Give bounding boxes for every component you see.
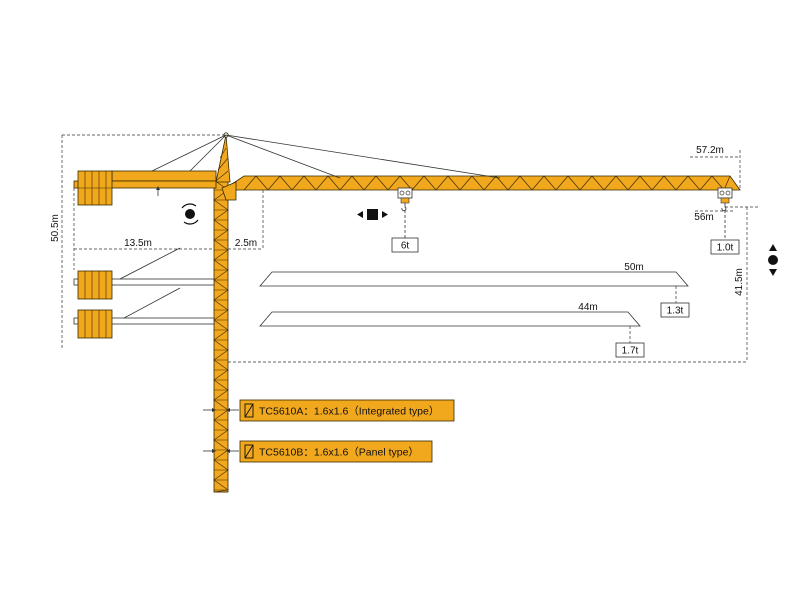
max-load-box: 6t — [391, 237, 419, 253]
trolley-travel-icon — [357, 209, 388, 220]
tip-load-label: 1.0t — [717, 243, 734, 254]
dimension-tower-offset: 2.5m — [228, 190, 264, 250]
dimension-total-height: 50.5m — [50, 134, 226, 350]
dimension-hook-height: 41.5m — [228, 206, 760, 363]
counter-jib — [73, 170, 229, 206]
tower-head — [215, 132, 231, 183]
jib-variant-load: 1.3t — [667, 306, 684, 317]
main-jib — [221, 175, 741, 201]
jib-variant-load: 1.7t — [622, 346, 639, 357]
hook-height-label: 41.5m — [734, 268, 745, 296]
dimension-counter-jib: 13.5m — [73, 188, 214, 270]
dimension-tip-radius: 56m — [694, 210, 735, 223]
jib-pendant — [225, 134, 501, 179]
tip-load-box: 1.0t — [710, 239, 740, 255]
jib-variant-1: 50m 1.3t — [259, 262, 690, 318]
jib-variant-length: 50m — [624, 262, 643, 273]
counterweight-top — [77, 170, 113, 206]
trolley-tip — [717, 187, 733, 240]
max-radius-label: 57.2m — [696, 145, 724, 156]
counterweight-variant-2 — [73, 287, 215, 339]
counter-jib-length-label: 13.5m — [124, 238, 152, 249]
hoisting-icon — [768, 244, 778, 276]
slewing-icon — [181, 203, 199, 225]
tower-offset-label: 2.5m — [235, 238, 257, 249]
counter-jib-pendant — [151, 134, 227, 172]
tip-radius-label: 56m — [694, 212, 713, 223]
mast-spec-b: TC5610B：1.6x1.6（Panel type） — [203, 440, 433, 463]
jib-variant-length: 44m — [578, 302, 597, 313]
total-height-label: 50.5m — [50, 214, 61, 242]
mast-section-icon — [244, 403, 254, 418]
mast-spec-a: TC5610A：1.6x1.6（Integrated type） — [203, 399, 455, 422]
dimension-max-radius: 57.2m — [690, 145, 741, 190]
mast-spec-a-label: TC5610A：1.6x1.6（Integrated type） — [259, 406, 439, 418]
mast-spec-b-label: TC5610B：1.6x1.6（Panel type） — [259, 447, 419, 459]
jib-variant-2: 44m 1.7t — [259, 302, 645, 358]
mast-section-icon — [244, 444, 254, 459]
max-load-label: 6t — [401, 241, 410, 252]
counterweight-variant-1 — [73, 247, 215, 300]
tower-mast — [213, 179, 229, 493]
trolley-inner — [397, 187, 413, 238]
